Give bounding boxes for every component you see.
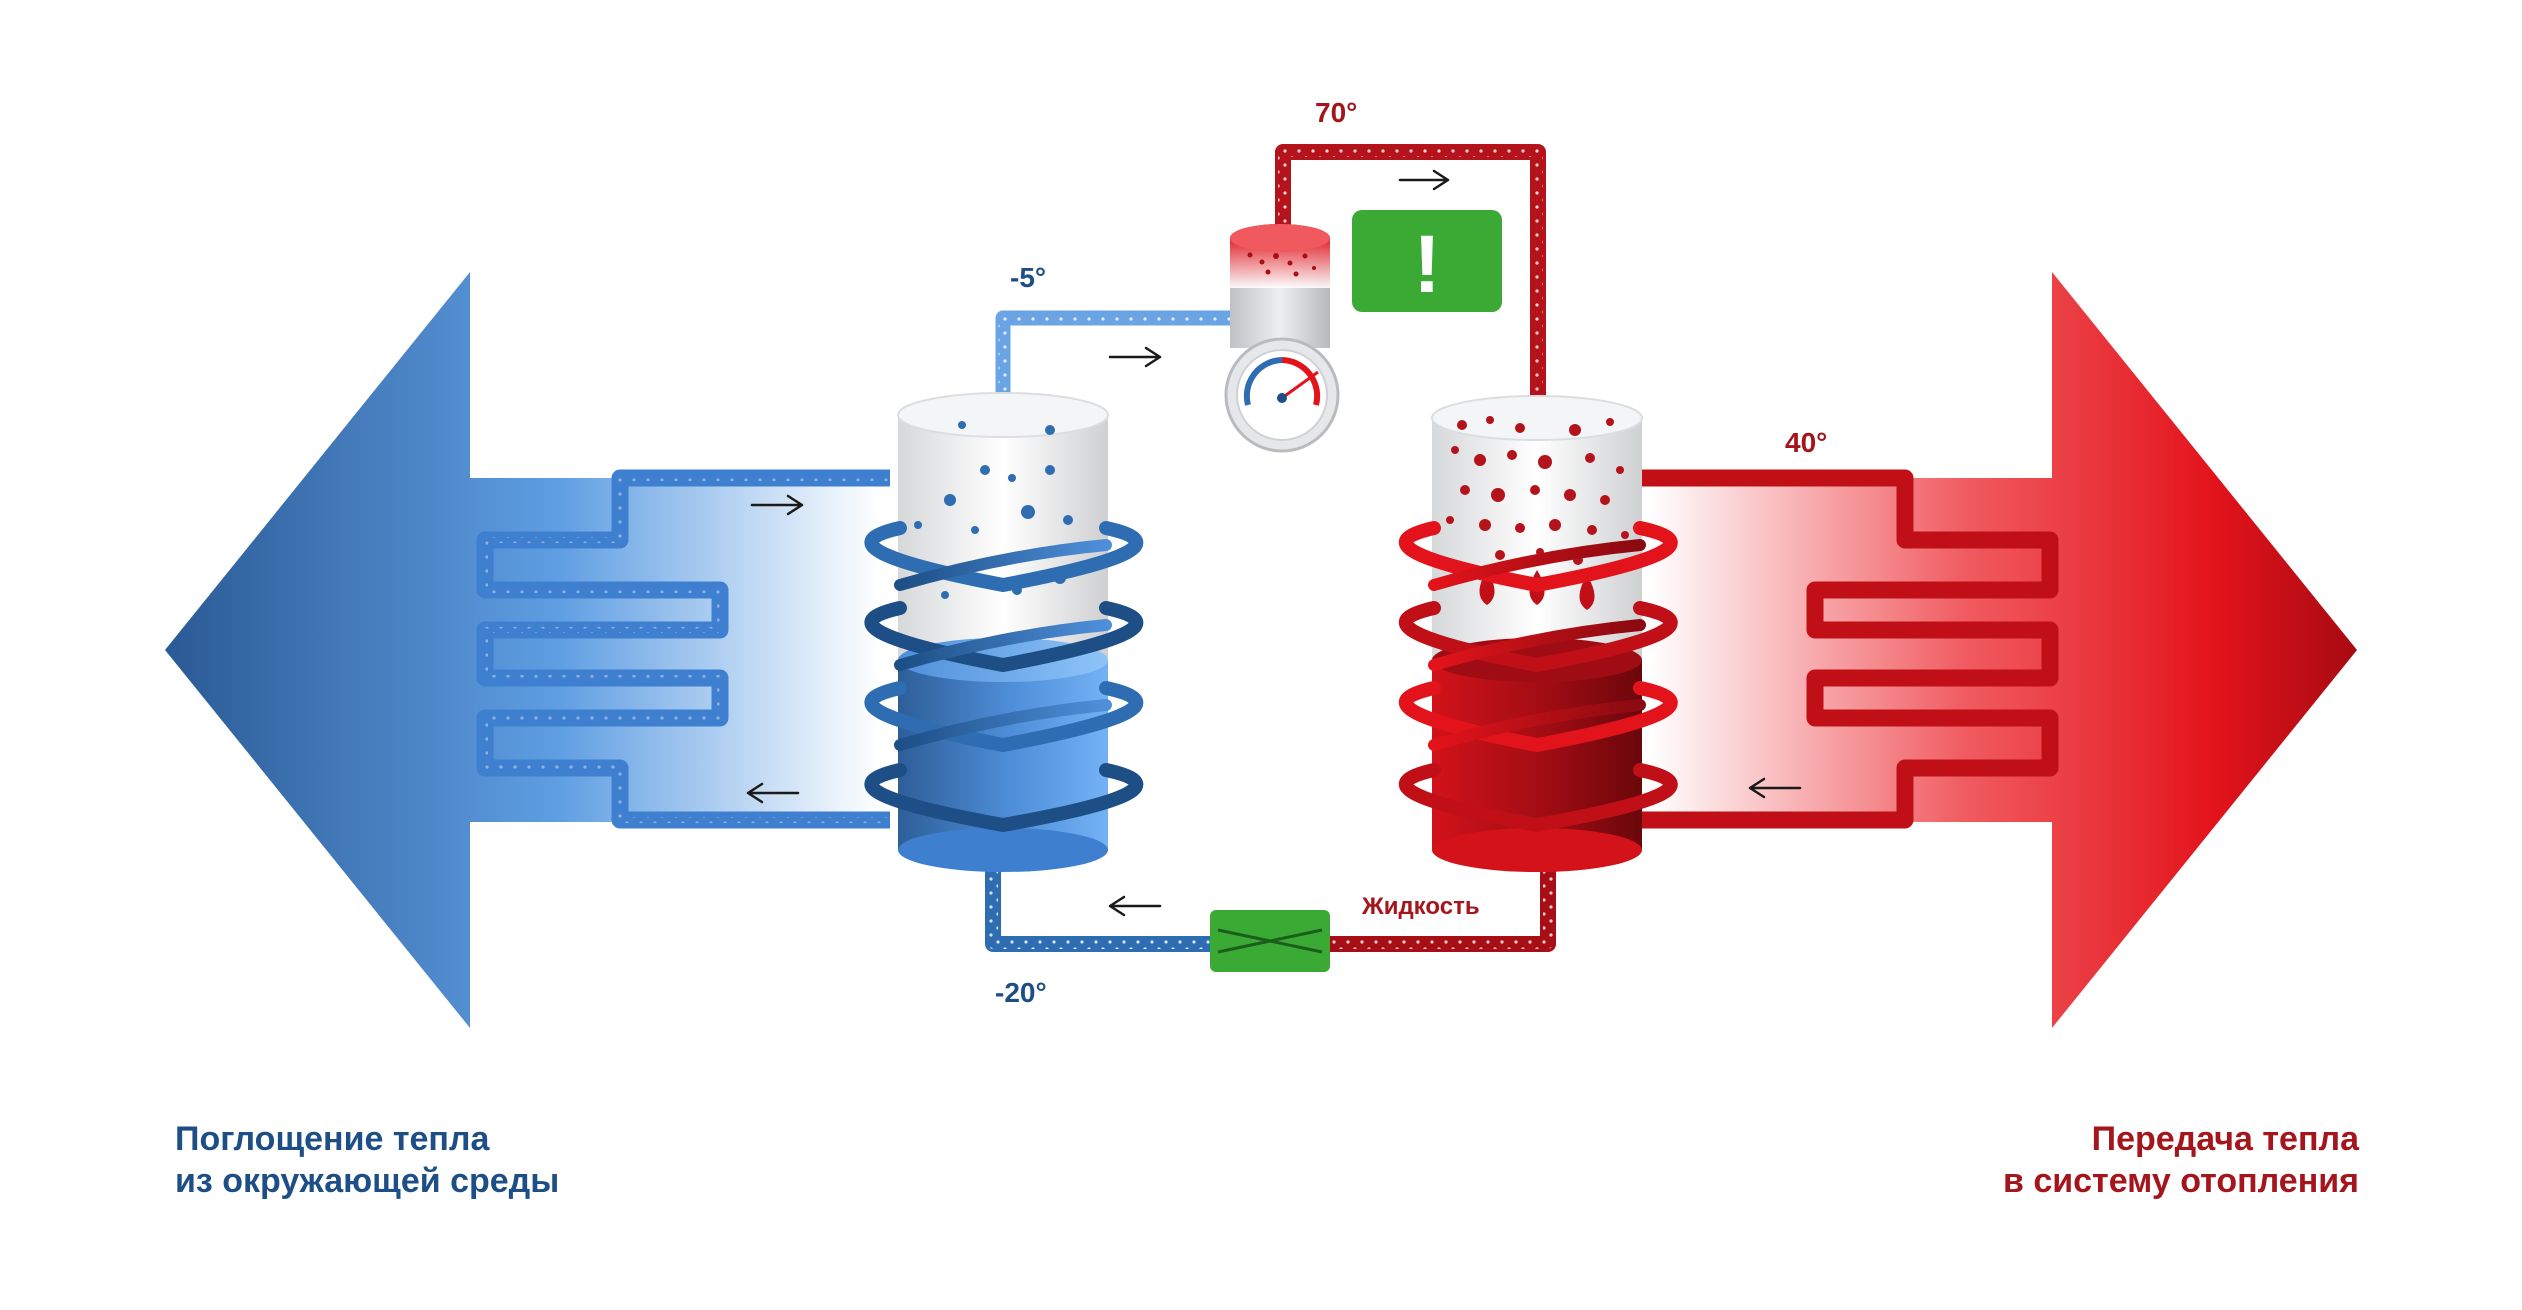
flow-arrow-left-icon bbox=[1748, 777, 1802, 799]
temp-label-heating: 40° bbox=[1785, 427, 1827, 458]
temp-label-hot-out: 70° bbox=[1315, 97, 1357, 128]
liquid-label: Жидкость bbox=[1361, 893, 1480, 920]
return-pipe bbox=[985, 852, 1223, 952]
caption-line: Передача тепла bbox=[2091, 1120, 2359, 1158]
caption-line: в систему отопления bbox=[2002, 1162, 2359, 1200]
flow-arrow-right-icon bbox=[1108, 346, 1162, 368]
cold-side-arrow bbox=[165, 272, 880, 1028]
heating-system-coil bbox=[1635, 469, 2059, 829]
caption-heat-absorption: Поглощение тепла из окружающей среды bbox=[175, 1118, 559, 1202]
caption-heat-transfer: Передача тепла в систему отопления bbox=[2003, 1118, 2359, 1202]
condenser bbox=[1398, 395, 1678, 872]
alert-badge: ! bbox=[1352, 210, 1502, 312]
temp-label-cold-in: -5° bbox=[1010, 262, 1046, 293]
heat-side-arrow bbox=[1650, 272, 2357, 1028]
alert-symbol: ! bbox=[1413, 219, 1440, 310]
caption-line: из окружающей среды bbox=[175, 1162, 560, 1200]
flow-arrow-right-icon bbox=[750, 494, 804, 516]
evaporator bbox=[864, 392, 1144, 872]
compressor bbox=[1230, 224, 1330, 348]
flow-arrow-left-icon bbox=[1108, 895, 1162, 917]
caption-line: Поглощение тепла bbox=[175, 1120, 490, 1158]
expansion-valve bbox=[1210, 910, 1330, 972]
temp-label-cold-out: -20° bbox=[995, 977, 1047, 1008]
flow-arrow-left-icon bbox=[746, 782, 800, 804]
cold-outdoor-coil bbox=[476, 469, 890, 829]
flow-arrow-right-icon bbox=[1398, 169, 1450, 191]
pressure-gauge bbox=[1224, 337, 1340, 453]
